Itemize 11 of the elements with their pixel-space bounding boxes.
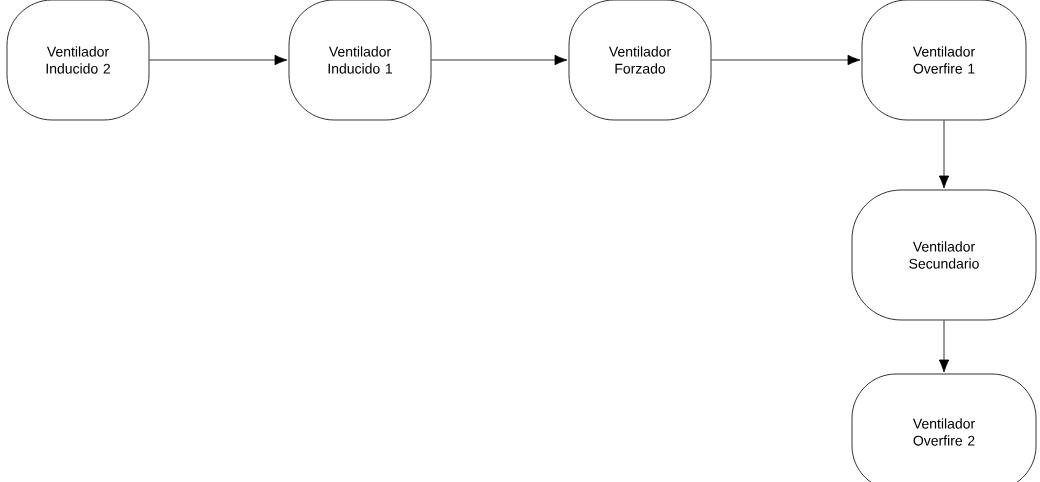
process-box: Ventilador Forzado — [568, 0, 712, 121]
process-box: Ventilador Inducido 1 — [288, 0, 432, 121]
process-box: Ventilador Inducido 2 — [6, 0, 150, 121]
arrow — [938, 320, 950, 373]
arrow — [711, 54, 861, 66]
arrow — [938, 120, 950, 189]
process-box: Ventilador Overfire 2 — [851, 373, 1037, 482]
process-box: Ventilador Secundario — [851, 189, 1037, 321]
process-box: Ventilador Overfire 1 — [861, 0, 1027, 121]
arrow — [431, 54, 568, 66]
arrow — [149, 54, 288, 66]
